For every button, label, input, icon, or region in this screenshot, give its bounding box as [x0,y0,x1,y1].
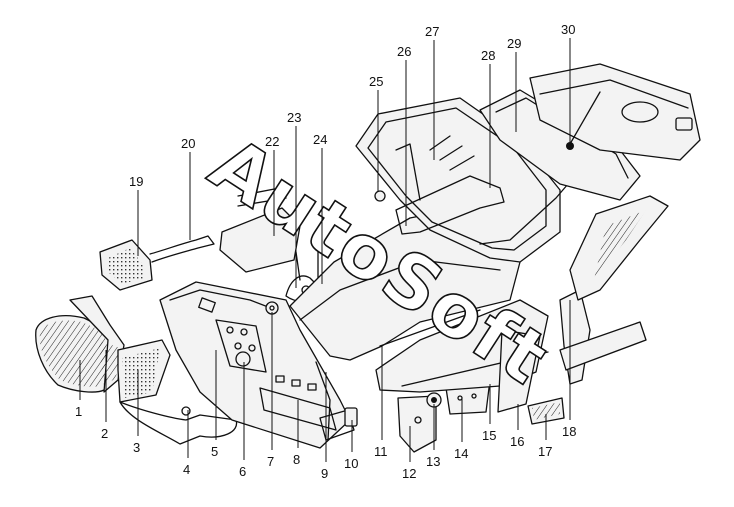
part-17-vent [527,397,565,425]
callout-14: 14 [454,446,468,461]
part-30-rear-lid [529,63,701,161]
callout-1: 1 [75,404,82,419]
callout-22: 22 [265,134,279,149]
callout-24: 24 [313,132,327,147]
callout-17: 17 [538,444,552,459]
callout-8: 8 [293,452,300,467]
callout-25: 25 [369,74,383,89]
callout-5: 5 [211,444,218,459]
parts-artwork [35,63,701,453]
callout-18: 18 [562,424,576,439]
callout-labels: 1 2 3 4 5 6 7 8 9 10 11 12 13 14 15 16 1… [75,22,576,481]
part-11-floor-panel [289,209,521,361]
part-16-panel [497,329,541,413]
callout-9: 9 [321,466,328,481]
part-4-lower-trim [119,401,238,445]
part-10-clip [344,407,358,427]
callout-7: 7 [267,454,274,469]
callout-30: 30 [561,22,575,37]
part-rear-pillar [569,195,669,301]
part-19-heater-unit [99,235,215,291]
callout-19: 19 [129,174,143,189]
part-1-floor-mat [35,315,112,393]
part-26-wiper [395,143,505,235]
callout-16: 16 [510,434,524,449]
part-22-panel [219,185,301,273]
callout-13: 13 [426,454,440,469]
callout-27: 27 [425,24,439,39]
callout-4: 4 [183,462,190,477]
callout-29: 29 [507,36,521,51]
callout-12: 12 [402,466,416,481]
callout-leaders [79,38,571,462]
callout-3: 3 [133,440,140,455]
callout-11: 11 [374,444,388,459]
callout-2: 2 [101,426,108,441]
callout-23: 23 [287,110,301,125]
part-18-pillar [559,289,647,385]
part-3-trim-panel [117,339,171,403]
callout-6: 6 [239,464,246,479]
callout-26: 26 [397,44,411,59]
callout-10: 10 [344,456,358,471]
part-9-rod [315,361,331,441]
part-25-fitting [374,190,386,202]
callout-28: 28 [481,48,495,63]
callout-20: 20 [181,136,195,151]
callout-15: 15 [482,428,496,443]
